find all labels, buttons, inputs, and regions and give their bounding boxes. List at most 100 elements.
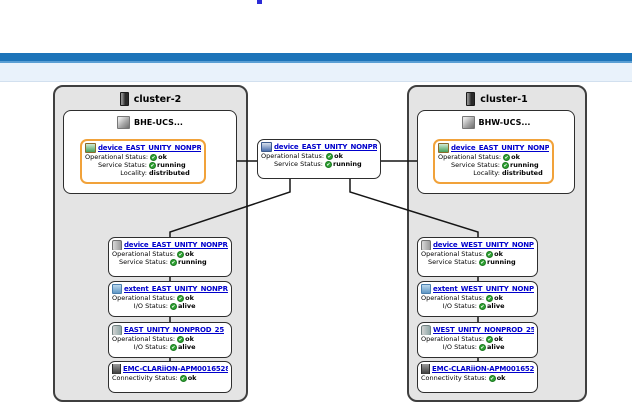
status-value: running [333,160,362,168]
status-value: ok [158,153,167,161]
status-label: Operational Status: [261,152,325,160]
volume-node[interactable]: EAST_UNITY_NONPROD_25 Operational Status… [108,322,232,358]
array-link[interactable]: EMC-CLARiiON-APM00165283SE [123,365,228,373]
status-label: I/O Status: [133,343,168,351]
host-header: BHW-UCS... [418,111,574,129]
toolbar-band [0,63,632,82]
status-label: Locality: [473,169,500,177]
status-label: Operational Status: [421,294,485,302]
status-label: Operational Status: [85,153,149,161]
status-label: Connectivity Status: [112,374,178,382]
status-value: alive [178,302,196,310]
status-value: alive [487,343,505,351]
status-label: Locality: [120,169,147,177]
green-check-icon: ✔ [170,343,177,351]
status-value: alive [487,302,505,310]
status-label: I/O Status: [133,302,168,310]
status-value: ok [494,250,503,258]
virtual-volume-icon [85,143,96,153]
green-check-icon: ✔ [479,343,486,351]
device-link[interactable]: device_WEST_UNITY_NONPROD_25 [433,241,534,249]
volume-link[interactable]: EAST_UNITY_NONPROD_25 [124,326,224,334]
status-label: I/O Status: [442,343,477,351]
green-check-icon: ✔ [479,258,486,266]
green-check-icon: ✔ [170,258,177,266]
extent-link[interactable]: extent_EAST_UNITY_NONPROD_25 [124,285,228,293]
green-check-icon: ✔ [326,152,334,160]
status-value: alive [178,343,196,351]
status-value: distributed [149,169,190,177]
status-label: Operational Status: [421,250,485,258]
device-link[interactable]: device_EAST_UNITY_NONPROD_25 [98,144,201,152]
status-label: Connectivity Status: [421,374,487,382]
green-check-icon: ✔ [149,161,156,169]
volume-node[interactable]: WEST_UNITY_NONPROD_25 Operational Status… [417,322,538,358]
device-link[interactable]: device_EAST_UNITY_NONPROD_25 [124,241,228,249]
volume-link[interactable]: WEST_UNITY_NONPROD_25 [433,326,534,334]
volume-icon [112,325,122,335]
device-icon [421,240,431,250]
storage-array-icon [421,364,430,374]
green-check-icon: ✔ [170,302,177,310]
status-label: I/O Status: [442,302,477,310]
device-link[interactable]: device_EAST_UNITY_NONPROD_25 [274,143,377,151]
highlighted-device-node-right[interactable]: device_EAST_UNITY_NONPROD_25 Operational… [433,139,554,184]
green-check-icon: ✔ [486,250,494,258]
green-check-icon: ✔ [177,294,185,302]
distributed-device-icon [261,142,272,152]
status-value: distributed [502,169,543,177]
green-check-icon: ✔ [488,374,496,382]
green-check-icon: ✔ [503,153,511,161]
status-value: ok [496,374,506,382]
host-server-icon [461,116,475,129]
status-value: ok [511,153,520,161]
cluster-2-header: cluster-2 [55,87,246,106]
status-value: ok [185,250,194,258]
status-label: Operational Status: [112,294,176,302]
status-value: ok [187,374,197,382]
status-value: running [510,161,539,169]
status-value: running [178,258,207,266]
cluster-title: cluster-2 [133,93,182,105]
host-title: BHW-UCS... [478,118,531,127]
device-icon [112,240,122,250]
device-node[interactable]: device_WEST_UNITY_NONPROD_25 Operational… [417,237,538,277]
green-check-icon: ✔ [325,160,332,168]
status-label: Service Status: [428,258,477,266]
green-check-icon: ✔ [479,302,486,310]
volume-icon [421,325,431,335]
status-value: running [157,161,186,169]
status-value: ok [185,335,194,343]
device-node[interactable]: device_EAST_UNITY_NONPROD_25 Operational… [108,237,232,277]
status-value: ok [334,152,343,160]
status-label: Operational Status: [112,250,176,258]
array-link[interactable]: EMC-CLARiiON-APM00165283SF [432,365,534,373]
green-check-icon: ✔ [486,335,494,343]
extent-node[interactable]: extent_WEST_UNITY_NONPROD_25 Operational… [417,281,538,317]
highlighted-device-node-left[interactable]: device_EAST_UNITY_NONPROD_25 Operational… [80,139,206,184]
cluster-1-header: cluster-1 [409,87,585,106]
cursor-caret-glyph [257,0,262,4]
extent-node[interactable]: extent_EAST_UNITY_NONPROD_25 Operational… [108,281,232,317]
status-value: ok [494,294,503,302]
status-label: Service Status: [274,160,323,168]
storage-array-node[interactable]: EMC-CLARiiON-APM00165283SF Connectivity … [417,361,538,393]
central-distributed-device-node[interactable]: device_EAST_UNITY_NONPROD_25 Operational… [257,139,381,179]
green-check-icon: ✔ [177,250,185,258]
green-check-icon: ✔ [502,161,509,169]
extent-icon [112,284,122,294]
extent-link[interactable]: extent_WEST_UNITY_NONPROD_25 [433,285,534,293]
green-check-icon: ✔ [486,294,494,302]
device-link[interactable]: device_EAST_UNITY_NONPROD_25 [451,144,549,152]
storage-array-node[interactable]: EMC-CLARiiON-APM00165283SE Connectivity … [108,361,232,393]
status-label: Operational Status: [112,335,176,343]
green-check-icon: ✔ [177,335,185,343]
host-header: BHE-UCS... [64,111,236,129]
green-check-icon: ✔ [179,374,187,382]
server-icon [466,92,476,106]
host-server-icon [117,116,130,129]
host-title: BHE-UCS... [134,118,183,127]
status-label: Service Status: [119,258,168,266]
server-icon [119,92,129,106]
